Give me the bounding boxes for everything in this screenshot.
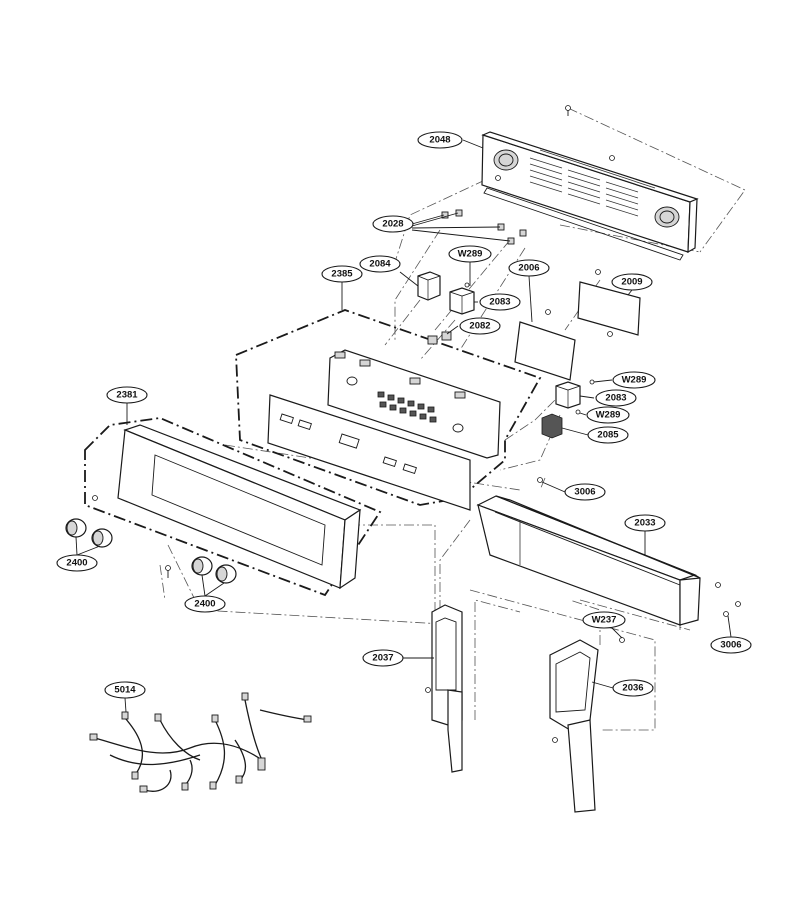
callout-2400-left: 2400 — [56, 554, 98, 572]
callout-2400-right: 2400 — [184, 595, 226, 613]
callout-2033-text: 2033 — [634, 518, 655, 529]
callout-labels: 2048 2028 2084 W289 2006 2009 2385 2083 — [56, 131, 752, 699]
part-2385-control-board-assembly — [235, 309, 542, 511]
callout-2084: 2084 — [359, 255, 401, 273]
callout-w289-mid-text: W289 — [622, 375, 647, 386]
callout-w289-low: W289 — [586, 406, 630, 424]
callout-2083-lower: 2083 — [595, 389, 637, 407]
callout-2385: 2385 — [321, 265, 363, 283]
part-2028-standoffs — [441, 209, 527, 245]
part-2033-backguard-top — [476, 477, 741, 626]
callout-2385-text: 2385 — [331, 269, 353, 280]
callout-2036: 2036 — [612, 679, 654, 697]
callout-2083-lower-text: 2083 — [605, 393, 626, 404]
callout-2037-text: 2037 — [372, 653, 393, 664]
leader-lines — [75, 139, 732, 713]
part-2082-connector — [427, 331, 452, 345]
callout-2083-upper-text: 2083 — [489, 297, 510, 308]
part-2009-board — [545, 269, 641, 337]
part-2048-rear-vent-panel — [481, 105, 699, 261]
callout-2400-left-text: 2400 — [66, 558, 87, 569]
callout-2085-text: 2085 — [597, 430, 619, 441]
callout-2009: 2009 — [611, 273, 653, 291]
callout-w237-text: W237 — [592, 615, 617, 626]
callout-3006-lower: 3006 — [710, 636, 752, 654]
callout-3006-lower-text: 3006 — [720, 640, 741, 651]
part-2381-control-panel-trim — [84, 417, 382, 597]
part-2083-relay-lower — [555, 379, 595, 409]
callout-2085: 2085 — [587, 426, 629, 444]
callout-w289-mid: W289 — [612, 371, 656, 389]
callout-5014-text: 5014 — [114, 685, 136, 696]
part-5014-wire-harness — [89, 692, 312, 793]
callout-2036-text: 2036 — [622, 683, 643, 694]
callout-2006: 2006 — [508, 259, 550, 277]
callout-2033: 2033 — [624, 514, 666, 532]
callout-2082: 2082 — [459, 317, 501, 335]
part-2400-knobs-right — [191, 556, 237, 584]
callout-3006-upper: 3006 — [564, 483, 606, 501]
callout-w237: W237 — [582, 611, 626, 629]
part-2036-right-end-bracket — [549, 637, 625, 813]
callout-2381-text: 2381 — [116, 390, 138, 401]
part-2084-relay — [417, 271, 441, 301]
callout-2006-text: 2006 — [518, 263, 539, 274]
callout-2082-text: 2082 — [469, 321, 490, 332]
callout-w289-top-text: W289 — [458, 249, 483, 260]
part-2037-left-end-bracket — [425, 604, 463, 773]
part-2083-relay-upper — [449, 282, 475, 315]
callout-2009-text: 2009 — [621, 277, 642, 288]
callout-2400-right-text: 2400 — [194, 599, 215, 610]
callout-w289-low-text: W289 — [596, 410, 621, 421]
callout-3006-upper-text: 3006 — [574, 487, 595, 498]
part-2400-knobs-left — [65, 518, 113, 548]
callout-2048-text: 2048 — [429, 135, 450, 146]
part-2085-switch — [541, 409, 581, 439]
part-2006-board — [514, 321, 576, 381]
callout-2028-text: 2028 — [382, 219, 403, 230]
callout-2084-text: 2084 — [369, 259, 391, 270]
callout-2083-upper: 2083 — [479, 293, 521, 311]
callout-2048: 2048 — [417, 131, 463, 149]
callout-2028: 2028 — [372, 215, 414, 233]
callout-5014: 5014 — [104, 681, 146, 699]
callout-2037: 2037 — [362, 649, 404, 667]
callout-2381: 2381 — [106, 386, 148, 404]
callout-w289-top: W289 — [448, 245, 492, 263]
